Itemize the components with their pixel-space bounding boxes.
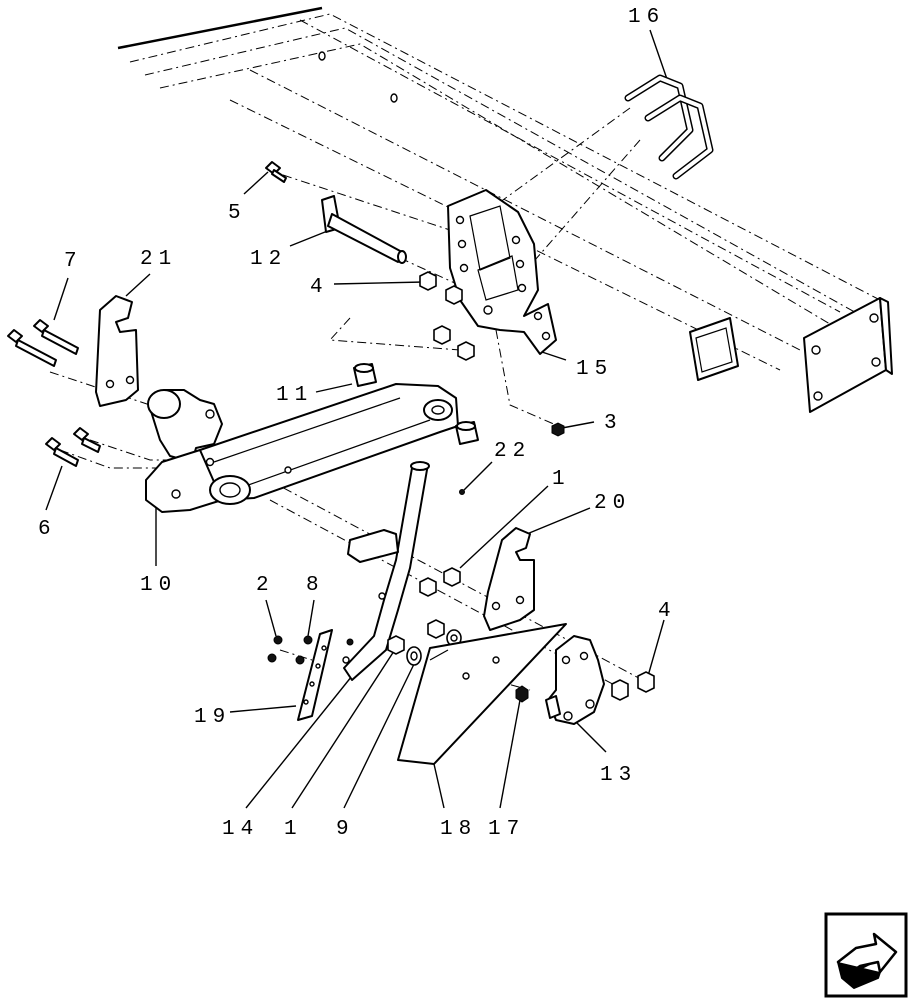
label-17: 17 [488, 818, 525, 841]
callout-labels: 16 5 12 4 7 21 11 15 3 22 6 10 1 20 2 8 … [38, 6, 677, 841]
label-8: 8 [306, 574, 325, 597]
plate-19 [297, 629, 333, 721]
hex-nut-4-upper [419, 271, 475, 361]
label-10: 10 [140, 574, 177, 597]
label-6: 6 [38, 518, 57, 541]
toolbar-frame [117, 6, 893, 413]
bracket-20 [483, 527, 535, 631]
label-22: 22 [494, 440, 531, 463]
label-5: 5 [228, 202, 247, 225]
label-13: 13 [600, 764, 637, 787]
label-2: 2 [256, 574, 275, 597]
label-1-top: 1 [552, 468, 571, 491]
label-15: 15 [576, 358, 613, 381]
hex-nut-1 [387, 567, 461, 655]
label-19: 19 [194, 706, 231, 729]
bushing-11 [353, 363, 479, 445]
label-12: 12 [250, 248, 287, 271]
bolt-7 [7, 319, 79, 367]
bolt-5 [265, 161, 287, 183]
arm-assembly-10 [145, 383, 459, 513]
u-bolt-16 [624, 74, 714, 180]
label-4-bottom: 4 [658, 600, 677, 623]
shank-14 [342, 461, 430, 681]
label-11: 11 [276, 384, 313, 407]
label-7: 7 [64, 250, 83, 273]
forward-arrow-icon[interactable] [824, 912, 908, 998]
label-1-bottom: 1 [284, 818, 303, 841]
bolt-6 [45, 427, 101, 467]
nut-3 [551, 422, 565, 437]
label-18: 18 [440, 818, 477, 841]
hex-nut-4-lower [611, 671, 655, 701]
label-16: 16 [628, 6, 665, 29]
label-20: 20 [594, 492, 631, 515]
washer-9 [406, 629, 462, 666]
leader-lines [45, 29, 669, 809]
nut-17 [515, 685, 529, 703]
mounting-bracket-13 [545, 635, 605, 725]
label-9: 9 [336, 818, 355, 841]
label-3: 3 [604, 412, 623, 435]
blade-18 [397, 623, 567, 765]
nut-2 [267, 635, 283, 663]
pin-12 [321, 195, 407, 264]
mount-bracket-15 [447, 189, 557, 355]
label-4-top: 4 [310, 276, 329, 299]
pin-22 [459, 489, 465, 495]
label-21: 21 [140, 248, 177, 271]
washer-8 [295, 635, 354, 665]
label-14: 14 [222, 818, 259, 841]
bracket-21 [95, 295, 139, 407]
